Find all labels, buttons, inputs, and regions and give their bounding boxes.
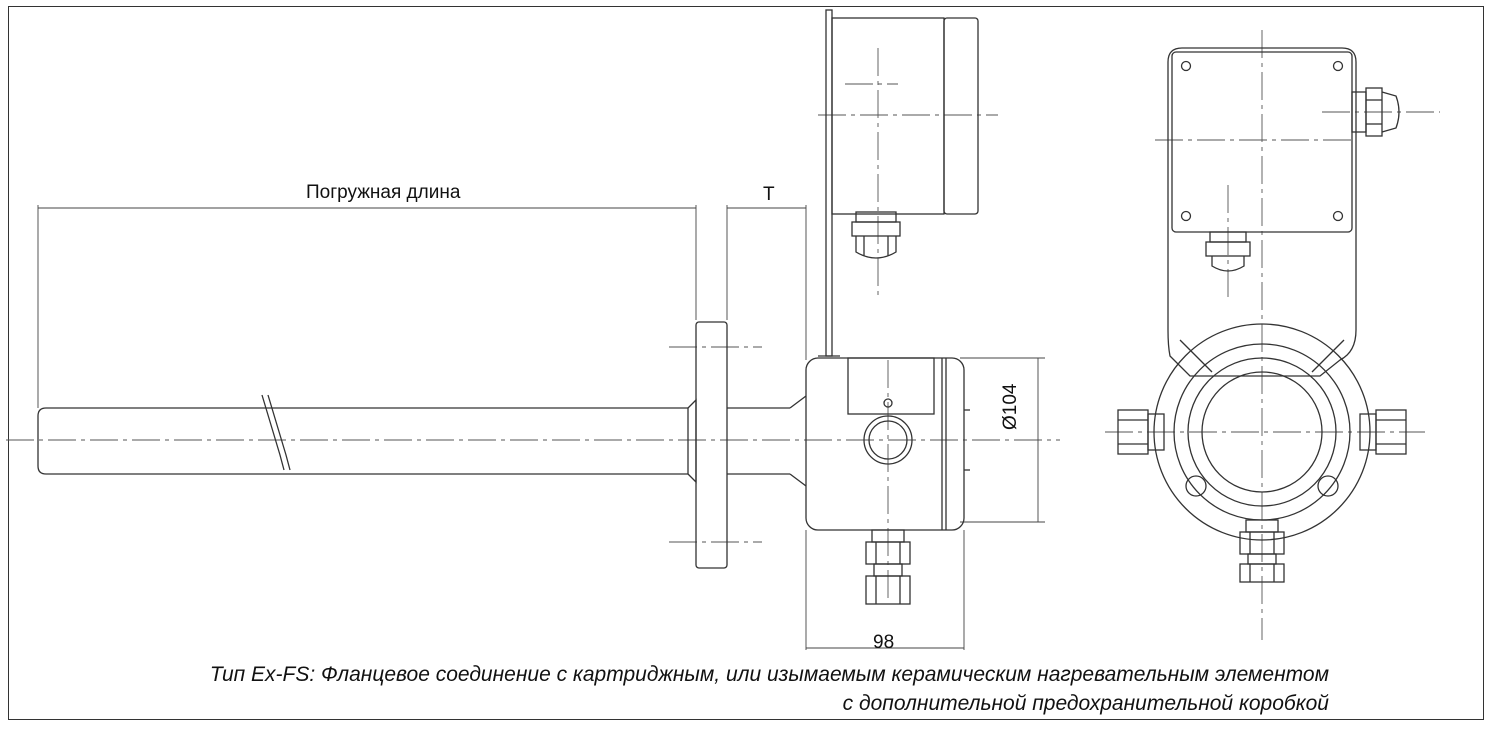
bracket xyxy=(818,9,840,357)
dimension-lines xyxy=(37,205,1045,650)
junction-box-side xyxy=(831,17,979,259)
drawing-frame xyxy=(8,6,1484,720)
immersion-length-label: Погружная длина xyxy=(306,182,461,203)
housing-length-label: 98 xyxy=(873,632,895,653)
housing-diameter-label: Ø104 xyxy=(1000,383,1021,430)
center-lines xyxy=(6,30,1440,640)
front-view xyxy=(1117,47,1407,583)
probe-tube xyxy=(37,394,697,484)
caption-line-2: с дополнительной предохранительной короб… xyxy=(842,692,1329,715)
flange xyxy=(695,321,807,569)
flange-thickness-label: T xyxy=(763,184,775,205)
fitting-side-bottom xyxy=(865,529,911,605)
caption-line-1: Тип Ex-FS: Фланцевое соединение с картри… xyxy=(209,663,1329,686)
